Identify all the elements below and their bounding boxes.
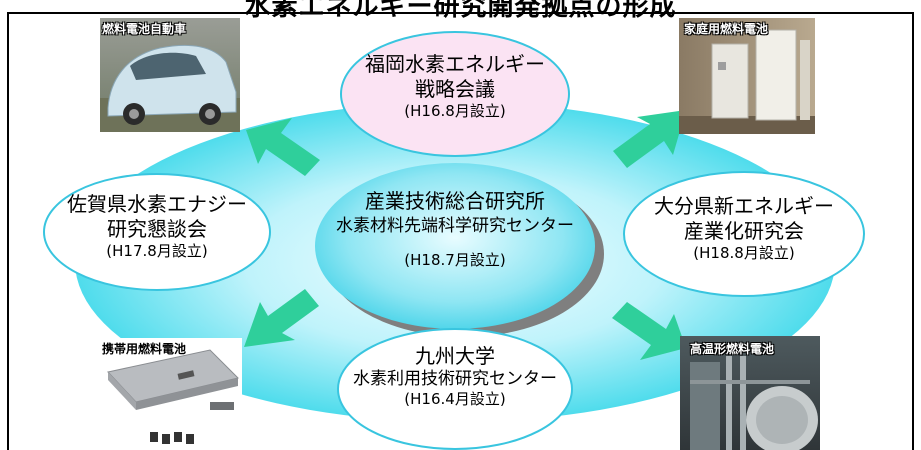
node-left-name-2: 研究懇談会 xyxy=(107,217,207,241)
center-date: (H18.7月設立) xyxy=(404,250,506,269)
photo-label-high-temp: 高温形燃料電池 xyxy=(690,342,775,356)
node-right: 大分県新エネルギー 産業化研究会 (H18.8月設立) xyxy=(624,194,864,263)
node-left-name-1: 佐賀県水素エナジー xyxy=(67,192,247,216)
arrow-bottom-left xyxy=(244,289,319,347)
node-right-name-2: 産業化研究会 xyxy=(684,219,804,243)
node-bottom: 九州大学 水素利用技術研究センター (H16.4月設立) xyxy=(338,344,572,409)
center-name-2: 水素材料先端科学研究センター xyxy=(336,216,574,236)
node-right-name-1: 大分県新エネルギー xyxy=(654,194,834,218)
frame-right-line xyxy=(912,12,914,450)
node-left: 佐賀県水素エナジー 研究懇談会 (H17.8月設立) xyxy=(44,192,270,261)
node-left-date: (H17.8月設立) xyxy=(106,242,208,260)
arrow-top-right xyxy=(613,110,686,168)
arrow-top-left xyxy=(246,118,320,176)
arrow-bottom-right xyxy=(612,302,686,360)
node-top: 福岡水素エネルギー 戦略会議 (H16.8月設立) xyxy=(341,52,569,121)
diagram-title: 水素エネルギー研究開発拠点の形成 xyxy=(244,0,677,22)
node-top-name-2: 戦略会議 xyxy=(415,77,495,101)
node-bottom-name-1: 九州大学 xyxy=(415,344,495,368)
arrow-group xyxy=(244,110,686,360)
node-left-bubble xyxy=(43,173,271,291)
photo-portable-fuel-cell xyxy=(100,338,242,450)
node-top-name-1: 福岡水素エネルギー xyxy=(365,52,545,76)
node-bottom-date: (H16.4月設立) xyxy=(404,390,506,409)
photo-label-portable: 携帯用燃料電池 xyxy=(102,342,187,356)
photo-label-car: 燃料電池自動車 xyxy=(102,22,187,36)
photo-label-home: 家庭用燃料電池 xyxy=(684,22,769,36)
node-top-bubble xyxy=(340,31,570,157)
photo-high-temp-fuel-cell xyxy=(680,336,820,450)
node-bottom-bubble xyxy=(337,328,573,450)
frame-left-line xyxy=(7,12,9,450)
center-name-1: 産業技術総合研究所 xyxy=(365,189,545,213)
photo-home-fuel-cell xyxy=(679,18,815,134)
node-right-date: (H18.8月設立) xyxy=(693,244,795,262)
photo-fuel-cell-car xyxy=(100,18,240,132)
node-right-bubble xyxy=(623,171,865,297)
node-top-date: (H16.8月設立) xyxy=(404,102,506,120)
center-bubble xyxy=(315,163,595,329)
node-bottom-name-2: 水素利用技術研究センター xyxy=(353,369,557,389)
frame-top-line xyxy=(7,12,914,14)
center-node: 産業技術総合研究所 水素材料先端科学研究センター (H18.7月設立) xyxy=(305,188,605,270)
